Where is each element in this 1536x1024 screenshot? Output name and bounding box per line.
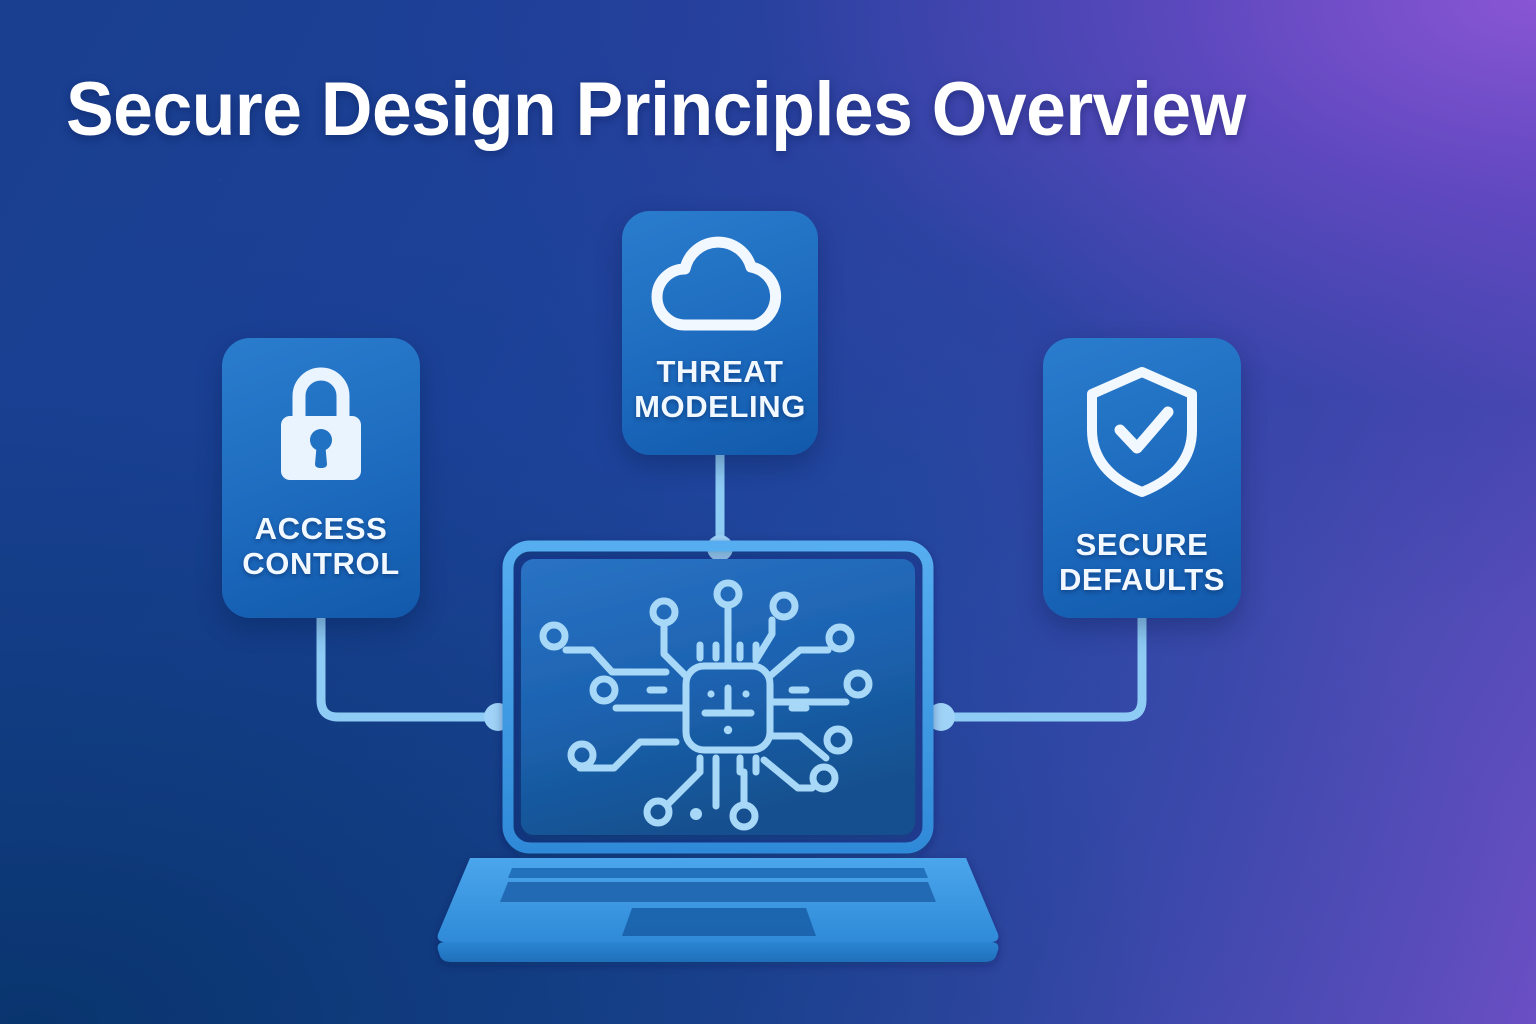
card-label-line1: ACCESS bbox=[254, 511, 388, 546]
connector-access-control bbox=[316, 613, 512, 731]
circuit-chip-icon bbox=[539, 579, 873, 831]
laptop-icon bbox=[437, 540, 999, 962]
shield-check-icon bbox=[1082, 364, 1202, 500]
card-threat-modeling[interactable]: THREAT MODELING bbox=[622, 211, 818, 455]
card-label-line2: DEFAULTS bbox=[1058, 561, 1226, 597]
card-label-line2: MODELING bbox=[634, 388, 806, 424]
connector-secure-defaults bbox=[927, 613, 1147, 731]
card-access-control[interactable]: ACCESS CONTROL bbox=[222, 338, 420, 618]
card-label-line1: SECURE bbox=[1075, 527, 1209, 562]
padlock-icon bbox=[269, 362, 373, 490]
card-secure-defaults[interactable]: SECURE DEFAULTS bbox=[1043, 338, 1241, 618]
cloud-icon bbox=[645, 227, 795, 339]
card-label-access-control: ACCESS CONTROL bbox=[242, 511, 400, 581]
card-label-line1: THREAT bbox=[656, 354, 784, 389]
card-label-secure-defaults: SECURE DEFAULTS bbox=[1058, 527, 1226, 597]
page-title: Secure Design Principles Overview bbox=[66, 67, 1246, 152]
card-label-line2: CONTROL bbox=[242, 545, 400, 581]
card-label-threat-modeling: THREAT MODELING bbox=[634, 354, 806, 424]
